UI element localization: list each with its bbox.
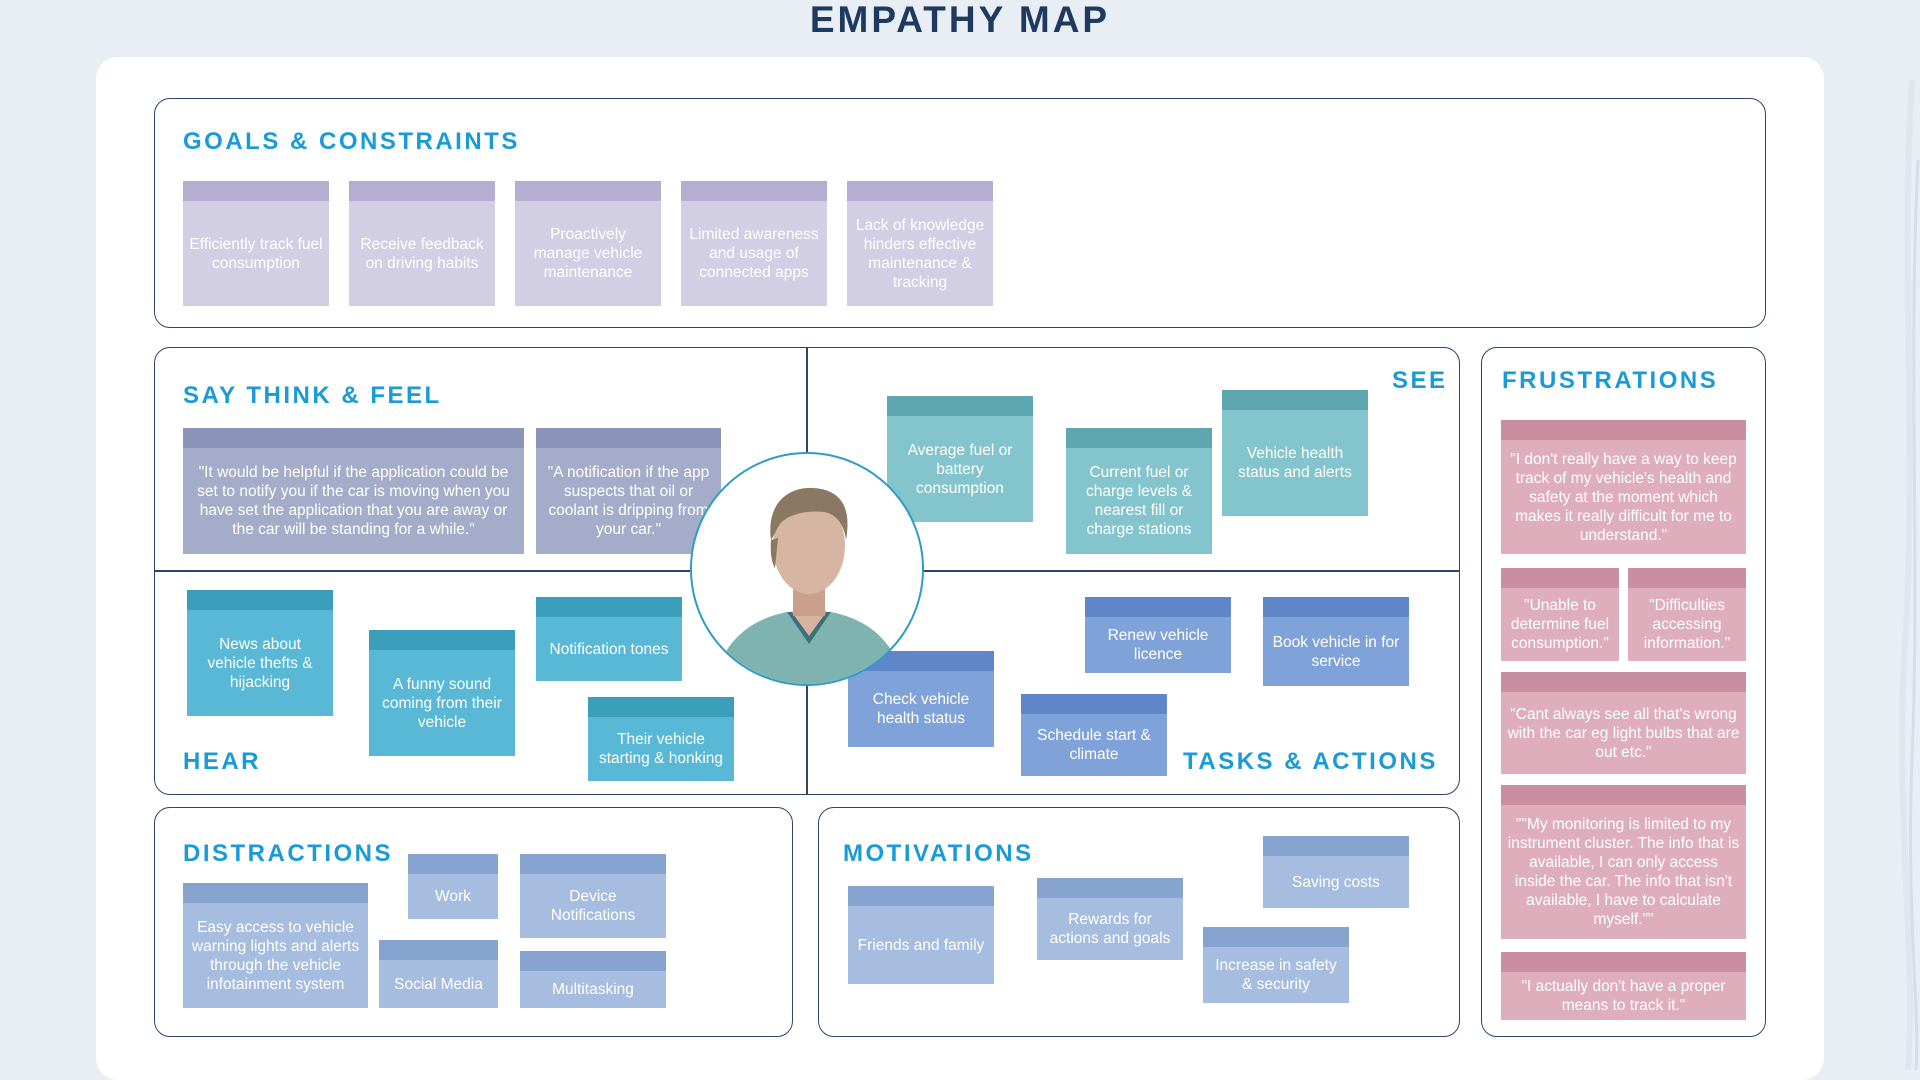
distraction-note[interactable]: Easy access to vehicle warning lights an…	[183, 883, 368, 1008]
frustration-note[interactable]: "I don't really have a way to keep track…	[1501, 420, 1746, 554]
persona-avatar	[690, 452, 924, 686]
persona-illustration	[712, 487, 906, 684]
motivations-heading: MOTIVATIONS	[843, 840, 1034, 867]
motivation-note[interactable]: Saving costs	[1263, 836, 1409, 908]
frustrations-heading: FRUSTRATIONS	[1502, 367, 1719, 394]
hear-note[interactable]: News about vehicle thefts & hijacking	[187, 590, 333, 716]
task-note[interactable]: Book vehicle in for service	[1263, 597, 1409, 686]
hear-heading: HEAR	[183, 748, 262, 775]
say-note[interactable]: "It would be helpful if the application …	[183, 428, 524, 554]
see-heading: SEE	[1392, 367, 1448, 394]
motivation-note[interactable]: Increase in safety & security	[1203, 927, 1349, 1003]
say-think-feel-heading: SAY THINK & FEEL	[183, 382, 442, 409]
motivation-note[interactable]: Friends and family	[848, 886, 994, 984]
say-note[interactable]: "A notification if the app suspects that…	[536, 428, 721, 554]
task-note[interactable]: Schedule start & climate	[1021, 694, 1167, 776]
goals-constraints-heading: GOALS & CONSTRAINTS	[183, 128, 520, 155]
distraction-note[interactable]: Device Notifications	[520, 854, 666, 938]
tasks-actions-heading: TASKS & ACTIONS	[1183, 748, 1438, 775]
distraction-note[interactable]: Multitasking	[520, 951, 666, 1008]
motivation-note[interactable]: Rewards for actions and goals	[1037, 878, 1183, 960]
edge-texture-decoration	[1899, 79, 1920, 1071]
distraction-note[interactable]: Work	[408, 854, 498, 919]
task-note[interactable]: Renew vehicle licence	[1085, 597, 1231, 673]
frustration-note[interactable]: "Cant always see all that's wrong with t…	[1501, 672, 1746, 774]
frustration-note[interactable]: "Difficulties accessing information."	[1628, 568, 1746, 661]
hear-note[interactable]: Notification tones	[536, 597, 682, 681]
frustration-note[interactable]: "I actually don't have a proper means to…	[1501, 952, 1746, 1020]
constraint-note[interactable]: Lack of knowledge hinders effective main…	[847, 181, 993, 306]
frustration-note[interactable]: ""My monitoring is limited to my instrum…	[1501, 785, 1746, 939]
distractions-heading: DISTRACTIONS	[183, 840, 393, 867]
page-title: EMPATHY MAP	[809, 0, 1111, 40]
see-note[interactable]: Current fuel or charge levels & nearest …	[1066, 428, 1212, 554]
see-note[interactable]: Vehicle health status and alerts	[1222, 390, 1368, 516]
hear-note[interactable]: A funny sound coming from their vehicle	[369, 630, 515, 756]
constraint-note[interactable]: Limited awareness and usage of connected…	[681, 181, 827, 306]
goal-note[interactable]: Proactively manage vehicle maintenance	[515, 181, 661, 306]
see-note[interactable]: Average fuel or battery consumption	[887, 396, 1033, 522]
hear-note[interactable]: Their vehicle starting & honking	[588, 697, 734, 781]
goal-note[interactable]: Efficiently track fuel consumption	[183, 181, 329, 306]
goal-note[interactable]: Receive feedback on driving habits	[349, 181, 495, 306]
distraction-note[interactable]: Social Media	[379, 940, 498, 1008]
frustration-note[interactable]: "Unable to determine fuel consumption."	[1501, 568, 1619, 661]
